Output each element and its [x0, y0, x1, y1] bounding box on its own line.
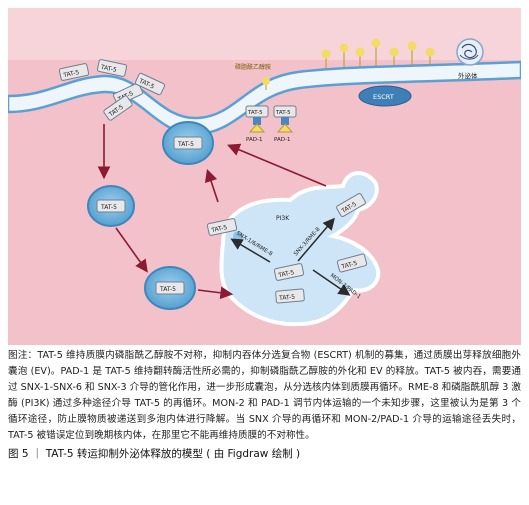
tat5-label: TAT-5 — [177, 141, 194, 148]
tat5-box — [206, 218, 238, 236]
tat5-box — [58, 63, 90, 81]
exosome-label: 外泌体 — [458, 71, 478, 80]
tat5-box — [336, 253, 368, 273]
tat5-box — [134, 72, 166, 96]
tat5-box — [155, 281, 185, 295]
exosome — [456, 38, 484, 66]
tat5-pad1-complex-1: TAT-5 PAD-1 — [245, 105, 269, 143]
tat5-trafficking-diagram: 磷脂酰乙醇胺 外泌体 ESCRT TAT-5 TAT-5 TAT-5 TAT-5… — [8, 8, 521, 345]
recycling-vesicle-top: TAT-5 — [162, 121, 214, 165]
tat5-label: TAT-5 — [340, 260, 358, 271]
endosome-tat5-group: TAT-5 TAT-5 TAT-5 TAT-5 TAT-5 — [206, 193, 368, 304]
tat5-box — [275, 288, 305, 304]
figure-title: 图 5 ｜ TAT-5 转运抑制外泌体释放的模型 ( 由 Figdraw 绘制 … — [8, 448, 301, 460]
membrane-tat5-group: TAT-5 TAT-5 TAT-5 TAT-5 TAT-5 — [58, 59, 166, 121]
tat5-box — [173, 136, 203, 150]
endosome-pathway-arrows — [230, 217, 351, 296]
pad1-label: PAD-1 — [274, 137, 290, 143]
phosphatidylethanolamine-lipids — [262, 38, 435, 90]
tat5-label: TAT-5 — [278, 294, 296, 302]
pad1-label: PAD-1 — [246, 137, 262, 143]
tat5-box — [273, 263, 305, 281]
tat5-label: TAT-5 — [100, 204, 117, 211]
tat5-box — [96, 59, 128, 77]
caption-body: 图注：TAT-5 维持质膜内磷脂酰乙醇胺不对称，抑制内吞体分选复合物 (ESCR… — [8, 350, 521, 441]
tat5-label: TAT-5 — [247, 110, 263, 116]
tat5-label: TAT-5 — [277, 269, 295, 279]
tat5-box — [96, 199, 126, 213]
tat5-pad1-complex-2: TAT-5 PAD-1 — [273, 105, 297, 143]
pi3k-label: PI3K — [276, 215, 290, 222]
tat5-box — [336, 193, 366, 217]
endocytic-vesicle-bottom: TAT-5 — [144, 266, 196, 310]
lipid-label: 磷脂酰乙醇胺 — [235, 63, 271, 71]
tat5-label: TAT-5 — [210, 224, 228, 234]
figure-caption: 图注：TAT-5 维持质膜内磷脂酰乙醇胺不对称，抑制内吞体分选复合物 (ESCR… — [8, 348, 521, 462]
endocytic-vesicle-left: TAT-5 — [87, 185, 135, 227]
tat5-box — [103, 95, 133, 121]
plasma-membrane — [8, 60, 521, 136]
tat5-label: TAT-5 — [275, 110, 291, 116]
pad1-icon — [248, 123, 266, 133]
escrt-label: ESCRT — [373, 93, 394, 101]
tat5-label: TAT-5 — [159, 286, 176, 293]
pad1-icon — [276, 123, 294, 133]
tat5-label: TAT-5 — [99, 64, 117, 74]
trafficking-arrows — [97, 124, 327, 300]
escrt-complex — [358, 85, 412, 107]
tat5-label: TAT-5 — [62, 69, 80, 79]
